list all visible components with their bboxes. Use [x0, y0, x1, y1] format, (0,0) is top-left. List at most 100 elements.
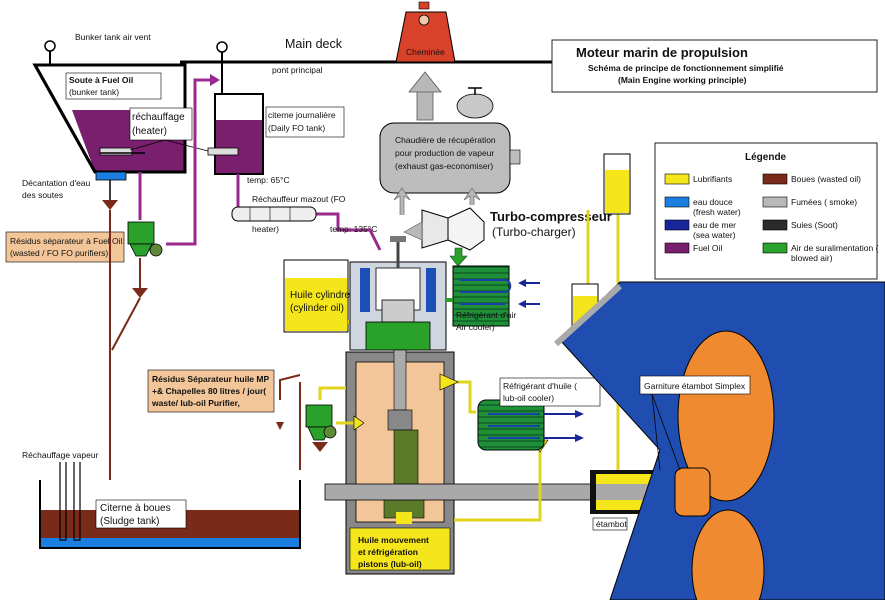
legend-swatch	[664, 173, 690, 185]
legend-items: Lubrifiants Boues (wasted oil) eau douce(f…	[664, 173, 879, 263]
heater-label: réchauffage	[132, 112, 185, 123]
lub-arrow-3	[353, 415, 365, 431]
boiler-label-3: (exhaust gas-economiser)	[395, 161, 493, 171]
air-arrow	[449, 247, 468, 267]
fo-arrow	[210, 74, 220, 86]
legend-swatch	[762, 173, 788, 185]
garniture-label: Garniture étambot Simplex	[644, 381, 746, 391]
cylinder-oil-tank	[283, 259, 349, 333]
lub-oil-label-3: pistons (lub-oil)	[358, 559, 422, 569]
boiler-label: Chaudière de récupération	[395, 135, 496, 145]
legend-label-2: (sea water)	[693, 230, 736, 240]
sea-in-arrow	[518, 279, 526, 287]
legend-swatch	[664, 196, 690, 208]
lub-oil-sump	[349, 527, 451, 571]
funnel-1	[102, 200, 118, 210]
cyl-oil-label: Huile cylindre	[290, 290, 350, 301]
legend-label: Fumées ( smoke)	[791, 197, 857, 207]
etambot-label: étambot	[596, 519, 627, 529]
turbocharger	[403, 207, 485, 251]
lub-cooler-label-2: lub-oil cooler)	[503, 393, 554, 403]
lub-oil-label-2: et réfrigération	[358, 547, 418, 557]
legend-label-2: blowed air)	[791, 253, 833, 263]
bunker-vent-label: Bunker tank air vent	[75, 32, 151, 42]
bunker-tank-label: Soute à Fuel Oil	[69, 75, 133, 85]
decant-label-2: des soutes	[22, 190, 63, 200]
turbo-label-en: (Turbo-charger)	[492, 225, 576, 239]
legend-swatch	[762, 242, 788, 254]
sludge-tank-label: Citerne à boues	[100, 503, 171, 514]
air-cooler	[452, 265, 512, 327]
legend-label: Lubrifiants	[693, 174, 732, 184]
lub-arrow-1	[439, 373, 459, 391]
legend-label: Fuel Oil	[693, 243, 722, 253]
temp-135-label: temp: 135°C	[330, 224, 377, 234]
steam-heat-label: Réchauffage vapeur	[22, 450, 99, 460]
turbo-label: Turbo-compresseur	[490, 209, 612, 224]
sludge-tank-label-en: (Sludge tank)	[100, 516, 159, 527]
residus-fo-label-2: (wasted / FO FO purifiers)	[10, 248, 108, 258]
residus-fo-label: Résidus séparateur à Fuel Oil:	[10, 236, 125, 246]
residus-fo-box	[5, 231, 125, 263]
residus-mp-label: Résidus Séparateur huile MP	[152, 374, 269, 384]
legend-label: eau de mer	[693, 220, 736, 230]
lub-cooler-label: Réfrigérant d'huile (	[503, 381, 577, 391]
smoke-arrow-right	[463, 187, 481, 205]
daily-tank-label-en: (Daily FO tank)	[268, 123, 325, 133]
propeller	[674, 330, 775, 600]
chimney	[395, 1, 456, 63]
lub-sea-arrow-2	[575, 434, 584, 442]
daily-fo-tank	[207, 93, 264, 175]
engine-cylinder	[349, 236, 447, 351]
smoke-up-arrow	[408, 71, 442, 121]
page-subtitle: Schéma de principe de fonctionnement sim…	[588, 63, 784, 73]
funnel-3	[312, 442, 328, 452]
lub-sea-arrow-1	[575, 410, 584, 418]
legend	[654, 142, 878, 280]
legend-swatch	[762, 196, 788, 208]
temp-65-label: temp: 65°C	[247, 175, 290, 185]
lub-oil-label: Huile mouvement	[358, 535, 429, 545]
boiler-label-2: pour production de vapeur	[395, 148, 494, 158]
page-subtitle-en: (Main Engine working principle)	[618, 75, 747, 85]
stern-header-tank-1	[603, 153, 631, 215]
pont-principal-label: pont principal	[272, 65, 323, 75]
residus-mp-label-3: waste/ lub-oil Purifier,	[151, 398, 240, 408]
boiler	[379, 87, 521, 194]
air-cooler-label: Réfrigérant d'air	[456, 310, 516, 320]
steam-heater-coil	[59, 462, 81, 541]
legend-swatch	[664, 219, 690, 231]
residus-mp-box	[147, 369, 275, 413]
cyl-oil-label-en: (cylinder oil)	[290, 303, 344, 314]
chimney-label: Cheminée	[406, 47, 445, 57]
legend-label-2: (fresh water)	[693, 207, 741, 217]
smoke-arrow-left	[393, 187, 411, 215]
residus-mp-label-2: +& Chapelles 80 litres / jour(	[152, 386, 266, 396]
legend-swatch	[762, 219, 788, 231]
legend-swatch	[664, 242, 690, 254]
title-box	[551, 39, 878, 93]
legend-label: Air de suralimentation (	[791, 243, 879, 253]
air-cooler-label-2: Air cooler)	[456, 322, 495, 332]
legend-label: Boues (wasted oil)	[791, 174, 861, 184]
daily-tank-label: citerne journalière	[268, 110, 336, 120]
funnel-2	[132, 288, 148, 298]
lub-oil-cooler	[477, 399, 545, 451]
decant-label: Décantation d'eau	[22, 178, 91, 188]
main-deck-label: Main deck	[285, 37, 343, 51]
legend-label: eau douce	[693, 197, 733, 207]
sludge-drain	[109, 210, 301, 480]
funnel-4	[276, 422, 284, 430]
legend-label: Suies (Soot)	[791, 220, 838, 230]
bunker-tank-label-en: (bunker tank)	[69, 87, 119, 97]
legend-title: Légende	[745, 152, 787, 163]
fo-purifier	[127, 221, 163, 257]
fo-heater-label: Réchauffeur mazout (FO	[252, 194, 346, 204]
heater-label-en: (heater)	[132, 126, 167, 137]
lub-oil-purifier	[305, 404, 337, 441]
fo-heater-label-2: heater)	[252, 224, 279, 234]
page-title: Moteur marin de propulsion	[576, 45, 748, 60]
fo-heater	[231, 206, 317, 222]
sea-out-arrow	[518, 300, 526, 308]
